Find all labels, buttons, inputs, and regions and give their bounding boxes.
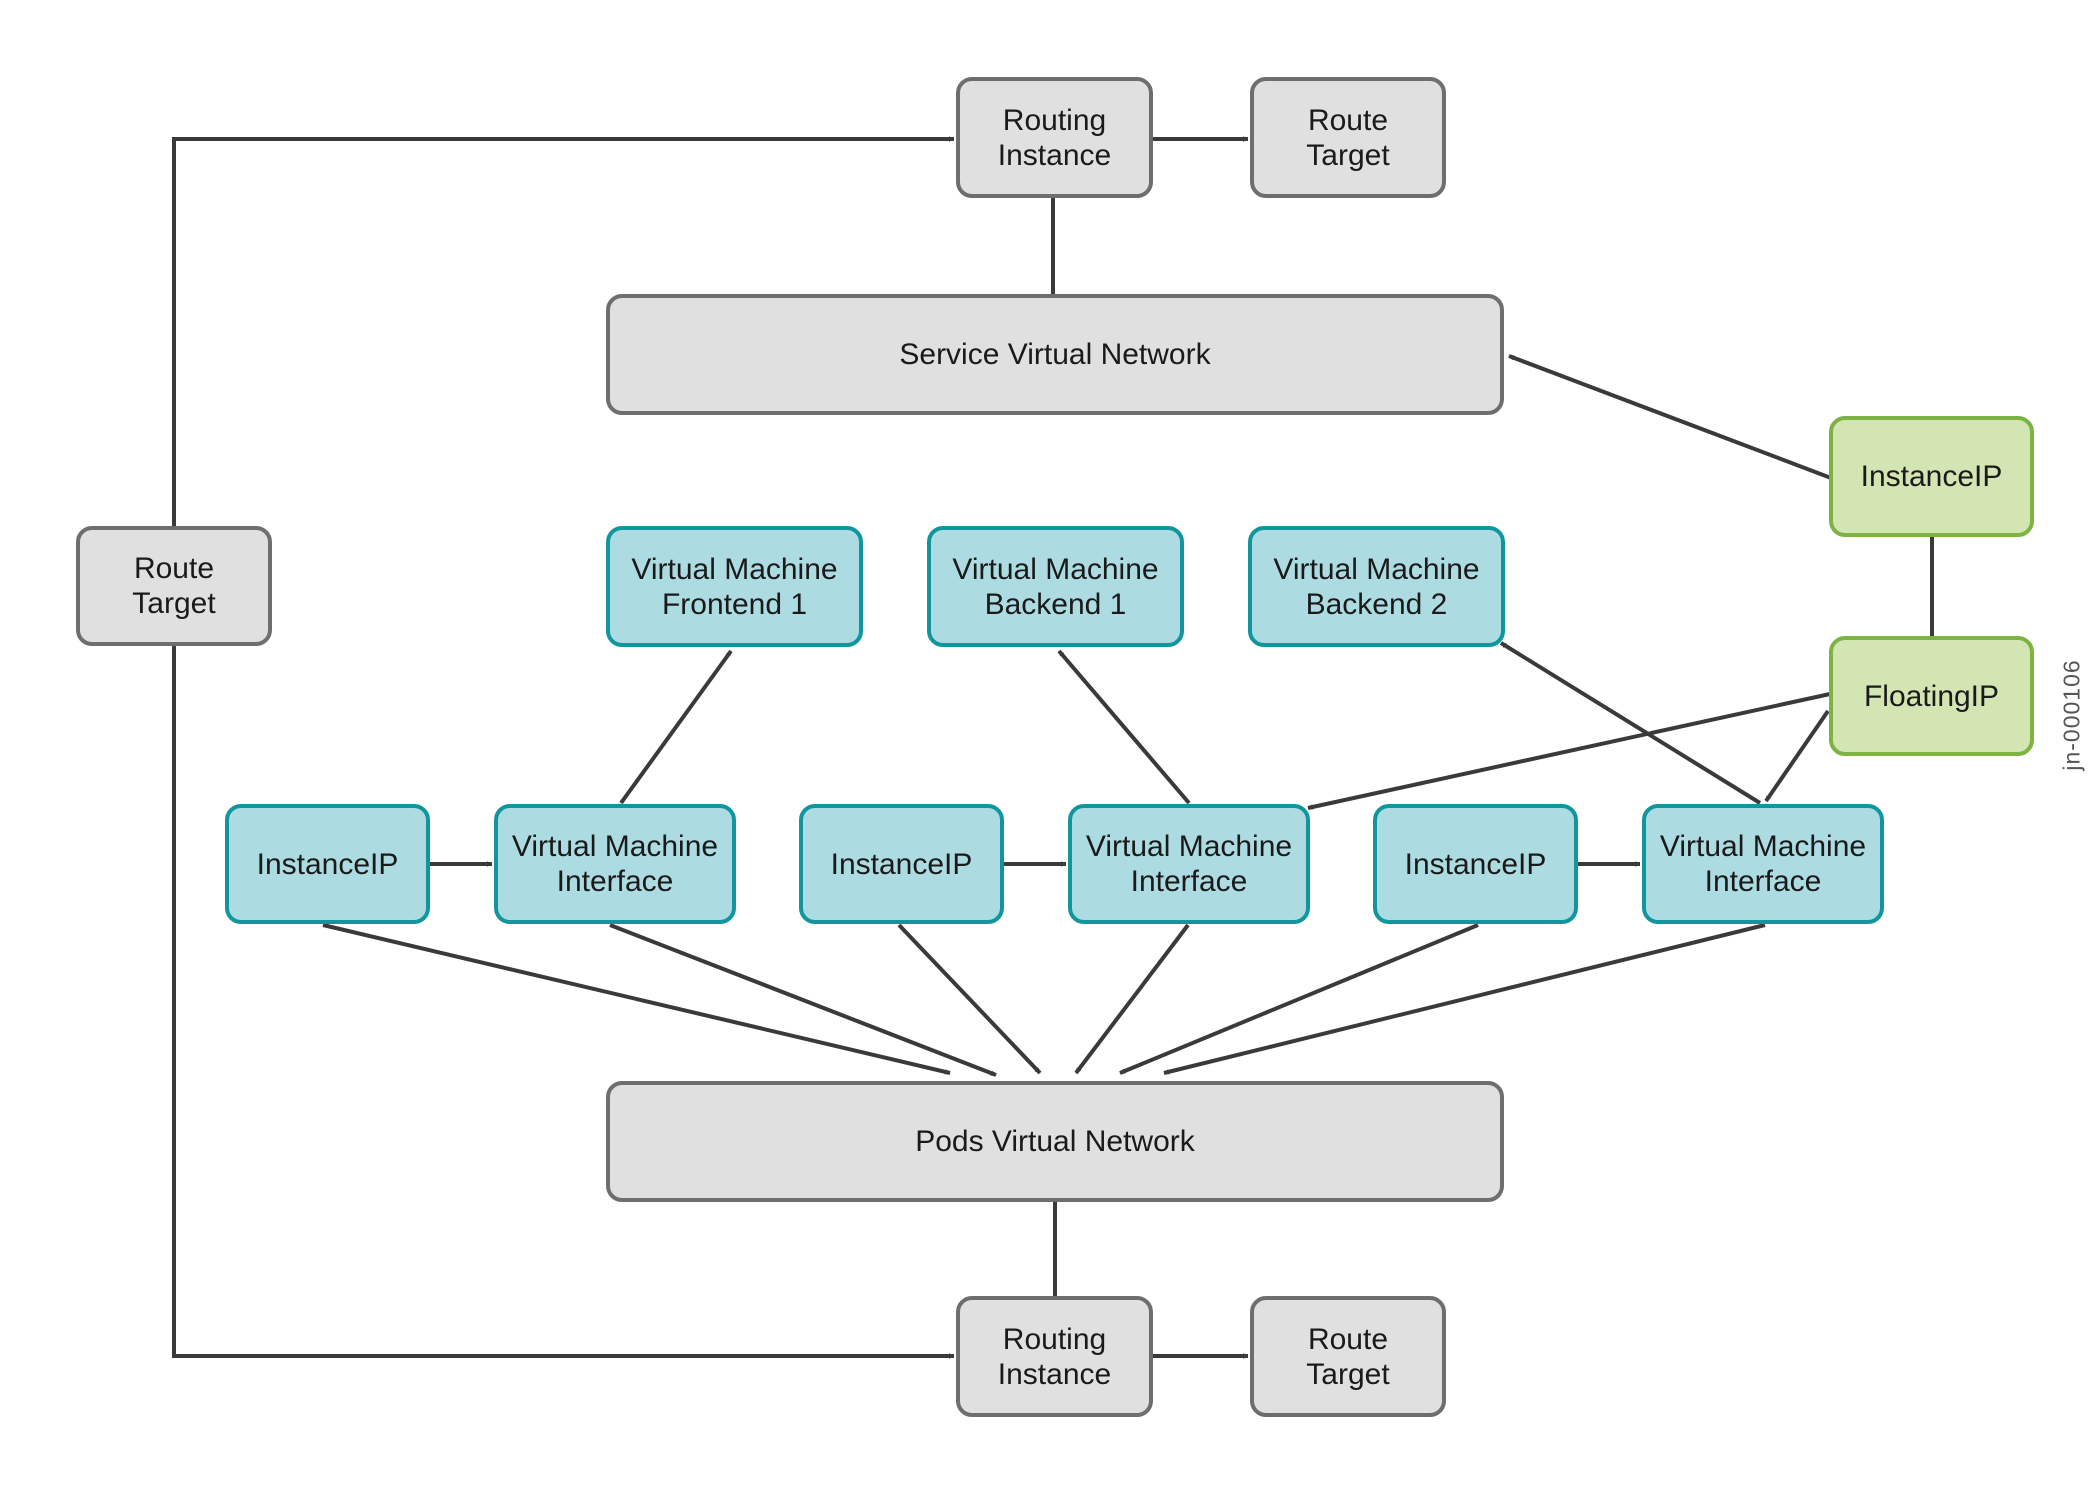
route-target-top[interactable]: Route Target <box>1250 77 1446 198</box>
edge-route-target-to-routing-instance-bottom <box>172 646 955 1359</box>
edge-vmi-2-to-pods-vn <box>1074 923 1190 1075</box>
instanceip-service[interactable]: InstanceIP <box>1829 416 2034 537</box>
pods-virtual-network[interactable]: Pods Virtual Network <box>606 1081 1504 1202</box>
edge-instanceip-3-to-pods-vn <box>1119 923 1479 1075</box>
edge-vmi-3-to-pods-vn <box>1163 923 1766 1075</box>
routing-instance-top[interactable]: Routing Instance <box>956 77 1153 198</box>
edge-vmi-1-to-pods-vn <box>609 923 997 1077</box>
edge-instanceip-2-to-pods-vn <box>897 923 1042 1075</box>
service-virtual-network[interactable]: Service Virtual Network <box>606 294 1504 415</box>
edge-vmi-3-to-vm-backend-2 <box>1499 641 1762 805</box>
vmi-2[interactable]: Virtual Machine Interface <box>1068 804 1310 924</box>
instanceip-1[interactable]: InstanceIP <box>225 804 430 924</box>
edge-instanceip-to-service-vn <box>1508 354 1832 480</box>
edge-floatingip-to-vmi-2 <box>1307 692 1831 810</box>
edge-vmi-2-to-vm-backend-1 <box>1057 649 1191 805</box>
route-target-left[interactable]: Route Target <box>76 526 272 646</box>
vm-backend-1[interactable]: Virtual Machine Backend 1 <box>927 526 1184 647</box>
instanceip-2[interactable]: InstanceIP <box>799 804 1004 924</box>
vm-frontend-1[interactable]: Virtual Machine Frontend 1 <box>606 526 863 647</box>
edge-vmi-1-to-vm-frontend-1 <box>619 649 733 805</box>
edge-floatingip-to-vmi-3 <box>1764 709 1830 803</box>
vmi-3[interactable]: Virtual Machine Interface <box>1642 804 1884 924</box>
route-target-bottom[interactable]: Route Target <box>1250 1296 1446 1417</box>
edge-route-target-to-routing-instance-top <box>172 136 955 528</box>
vm-backend-2[interactable]: Virtual Machine Backend 2 <box>1248 526 1505 647</box>
floatingip[interactable]: FloatingIP <box>1829 636 2034 756</box>
vmi-1[interactable]: Virtual Machine Interface <box>494 804 736 924</box>
routing-instance-bottom[interactable]: Routing Instance <box>956 1296 1153 1417</box>
instanceip-3[interactable]: InstanceIP <box>1373 804 1578 924</box>
edge-instanceip-1-to-pods-vn <box>322 923 951 1075</box>
figure-id-watermark: jn-000106 <box>2058 659 2085 771</box>
